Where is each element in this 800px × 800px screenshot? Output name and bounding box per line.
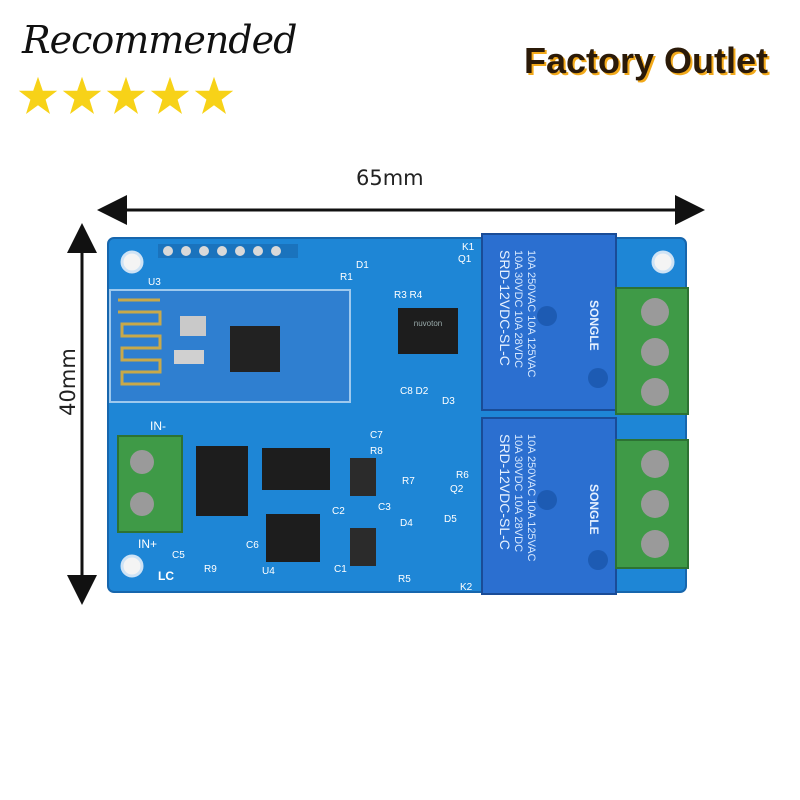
silk-r5: R5 [398,574,411,585]
relay-2-rating-1: 10A 250VAC 10A 125VAC [525,434,537,561]
relay-2-brand: SONGLE [587,484,601,535]
silk-k2: K2 [460,582,473,593]
bluetooth-module [109,289,351,403]
regulator-u4 [266,514,320,562]
silk-u3: U3 [148,277,161,288]
silk-r3r4: R3 R4 [394,290,423,301]
relay-1-rating-2: 10A 30VDC 10A 28VDC [512,250,524,368]
silk-k1: K1 [462,242,475,253]
silk-d1: D1 [356,260,369,271]
silk-r1: R1 [340,272,353,283]
mcu-label: nuvoton [414,319,442,328]
capacitor-c2 [350,458,376,496]
silk-u4: U4 [262,566,275,577]
silk-d4: D4 [400,518,413,529]
recommended-badge-text: Recommended [22,18,297,62]
silk-c3: C3 [378,502,391,513]
mounting-hole [651,250,675,274]
silk-c5: C5 [172,550,185,561]
relay-1-model: SRD-12VDC-SL-C [497,250,513,366]
silk-c1: C1 [334,564,347,575]
silk-r8: R8 [370,446,383,457]
relay-1: 10A 250VAC 10A 125VAC 10A 30VDC 10A 28VD… [481,233,617,411]
input-terminal [117,435,183,533]
mounting-hole [120,250,144,274]
silk-d5: D5 [444,514,457,525]
silk-r9: R9 [204,564,217,575]
relay-2-rating-2: 10A 30VDC 10A 28VDC [512,434,524,552]
output-terminal-2 [615,439,689,569]
silk-in-minus: IN- [150,419,166,433]
silk-c8d2: C8 D2 [400,386,429,397]
pin-header [158,244,298,258]
relay-2: 10A 250VAC 10A 125VAC 10A 30VDC 10A 28VD… [481,417,617,595]
silk-c6: C6 [246,540,259,551]
relay-1-rating-1: 10A 250VAC 10A 125VAC [525,250,537,377]
regulator [196,446,248,516]
width-dimension-label: 65mm [356,166,424,190]
silk-lc: LC [158,569,174,583]
mounting-hole [120,554,144,578]
silk-in-plus: IN+ [138,537,157,551]
silk-c2: C2 [332,506,345,517]
output-terminal-1 [615,287,689,415]
silk-r6: R6 [456,470,469,481]
silk-d3: D3 [442,396,455,407]
silk-c7: C7 [370,430,383,441]
rating-stars [18,76,234,116]
capacitor-c1 [350,528,376,566]
relay-1-brand: SONGLE [587,300,601,351]
silk-q1: Q1 [458,254,472,265]
silk-q2: Q2 [450,484,464,495]
mcu-chip: nuvoton [398,308,458,354]
jumper [262,448,330,490]
silk-r7: R7 [402,476,415,487]
factory-outlet-headline: Factory Outlet [523,40,768,81]
relay-2-model: SRD-12VDC-SL-C [497,434,513,550]
